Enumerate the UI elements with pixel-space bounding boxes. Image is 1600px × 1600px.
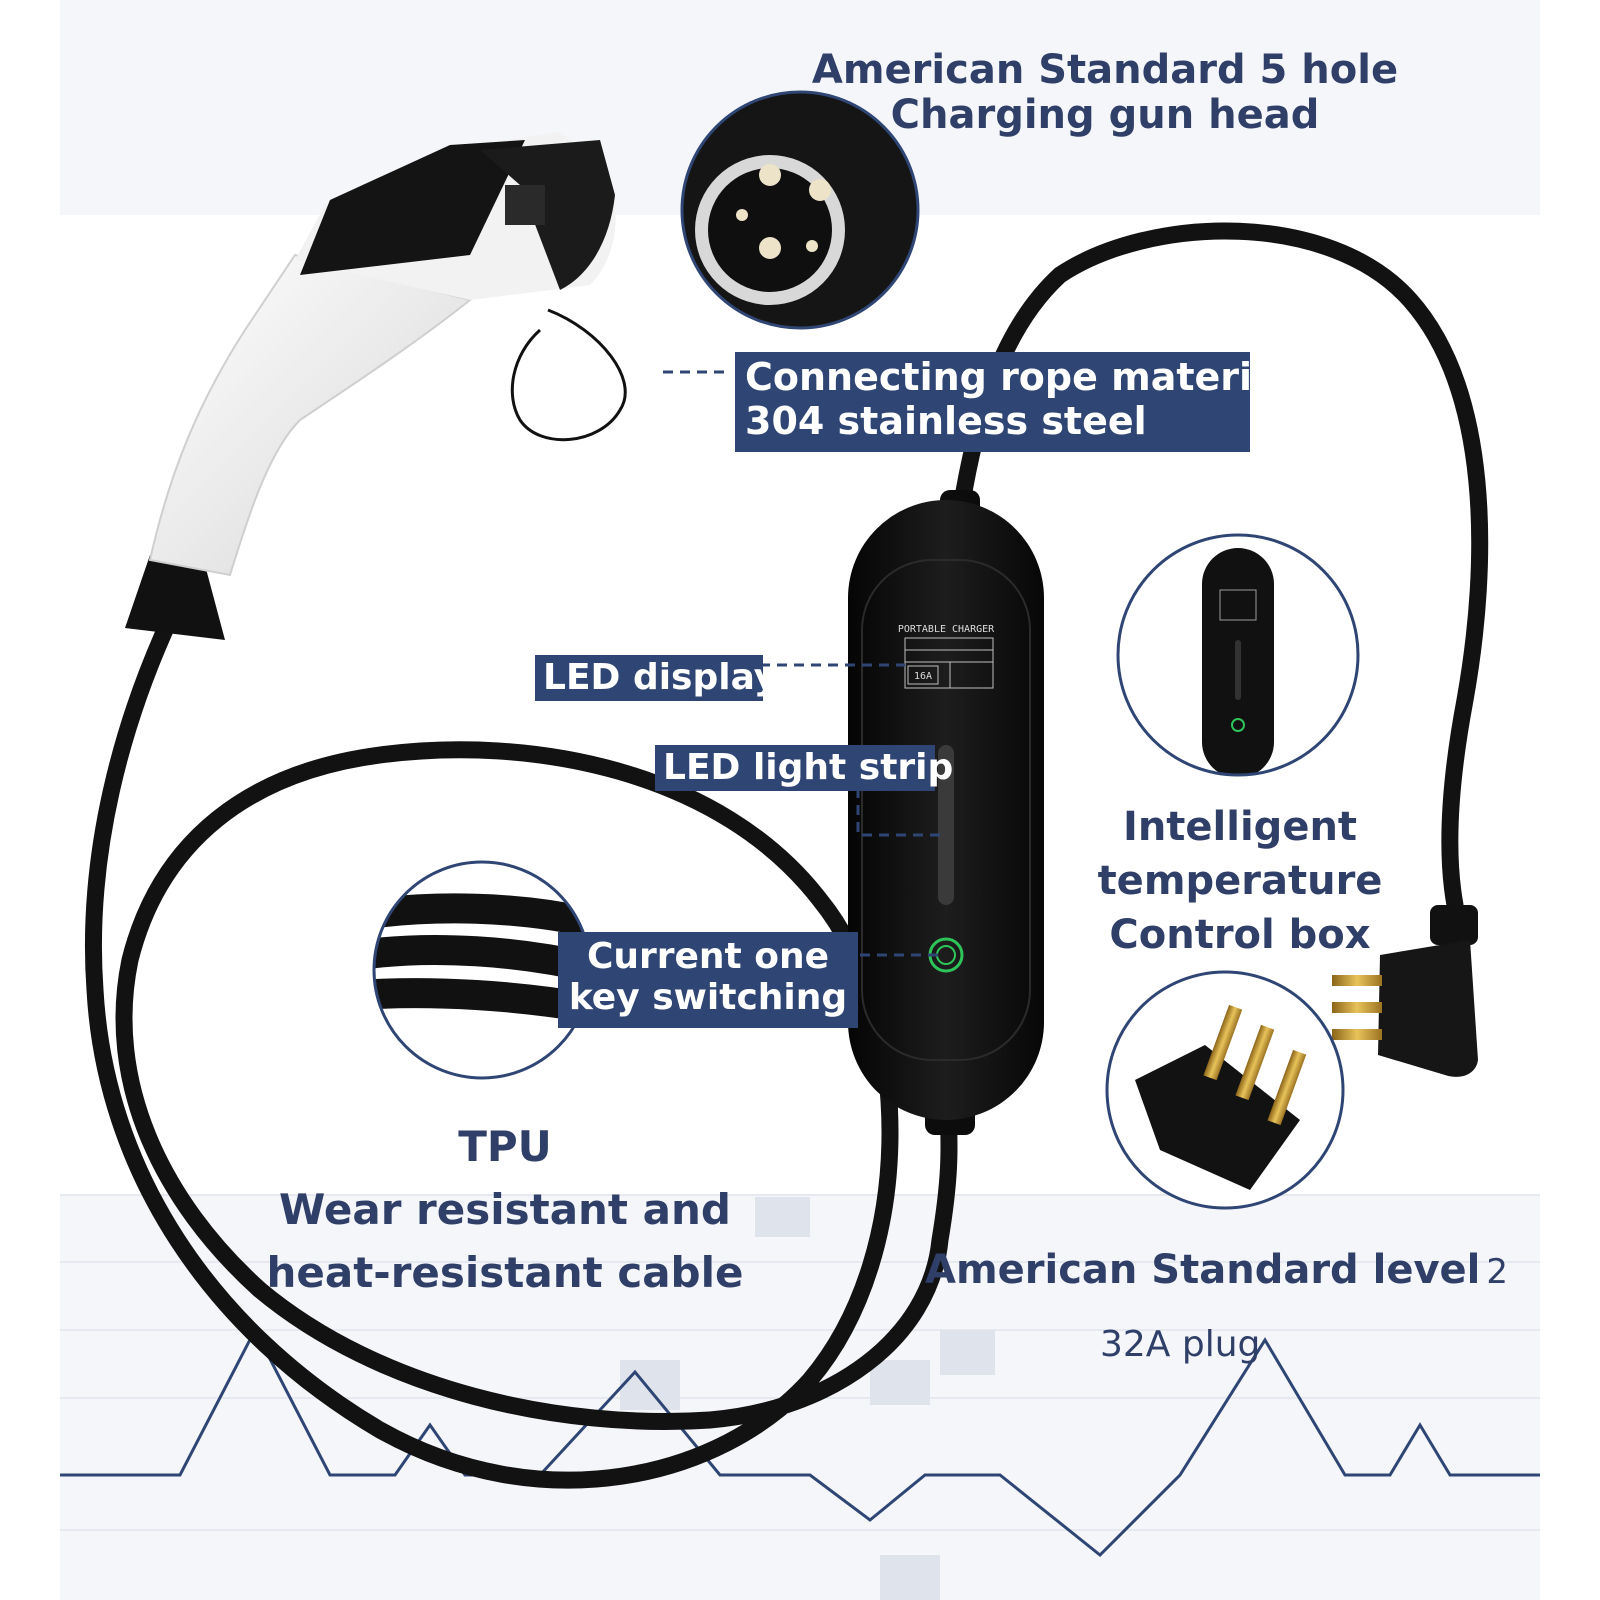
label-led-strip: LED light strip: [655, 745, 953, 791]
label-plug-line2: 32A plug: [1100, 1324, 1261, 1365]
control-box: PORTABLE CHARGER 16A: [848, 490, 1044, 1135]
inset-plug: [1105, 970, 1345, 1210]
inset-cable: [372, 860, 592, 1080]
led-light-strip: [938, 745, 954, 905]
inset-control-box: [1116, 533, 1360, 777]
nema-plug: [1332, 905, 1478, 1077]
label-control-box: Intelligent temperature Control box: [1097, 804, 1383, 958]
cable-upper: [951, 222, 1489, 914]
leader-lines: [663, 370, 945, 957]
label-led-display: LED display: [535, 655, 777, 701]
device-screen-title: PORTABLE CHARGER: [898, 624, 995, 635]
device-screen-current: 16A: [914, 671, 932, 682]
cable-coil: [84, 621, 958, 1489]
label-switching: Current one key switching: [558, 932, 858, 1028]
inset-gun-head: [680, 90, 920, 330]
background-grid: [60, 1194, 1540, 1531]
background-blocks: [620, 1197, 995, 1600]
heartbeat-line: [60, 1326, 1540, 1558]
label-gun-head: American Standard 5 hole Charging gun he…: [811, 47, 1399, 138]
charging-gun: [125, 132, 627, 640]
label-rope: Connecting rope material 304 stainless s…: [735, 352, 1291, 452]
label-cable: TPU Wear resistant and heat-resistant ca…: [266, 1122, 744, 1297]
